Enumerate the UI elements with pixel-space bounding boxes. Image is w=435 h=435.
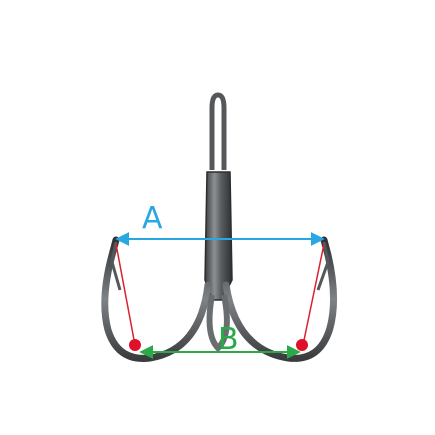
hook-eye [209, 92, 227, 170]
treble-hook-icon [101, 92, 338, 362]
dimension-b: B [139, 322, 301, 359]
point-markers [129, 339, 308, 351]
point-marker-icon [296, 339, 308, 351]
guide-line-left [115, 243, 136, 346]
guide-lines [115, 243, 325, 346]
hook-shank [204, 171, 233, 301]
hook-left-bend [101, 236, 212, 362]
dimension-a-label: A [142, 201, 163, 236]
hook-right-bend [222, 236, 338, 362]
dimension-b-label: B [218, 322, 239, 357]
point-marker-icon [129, 339, 141, 351]
dimension-a: A [115, 201, 325, 246]
hook-right-barb [316, 241, 330, 291]
guide-line-right [302, 243, 325, 346]
hook-left-barb [110, 241, 122, 291]
